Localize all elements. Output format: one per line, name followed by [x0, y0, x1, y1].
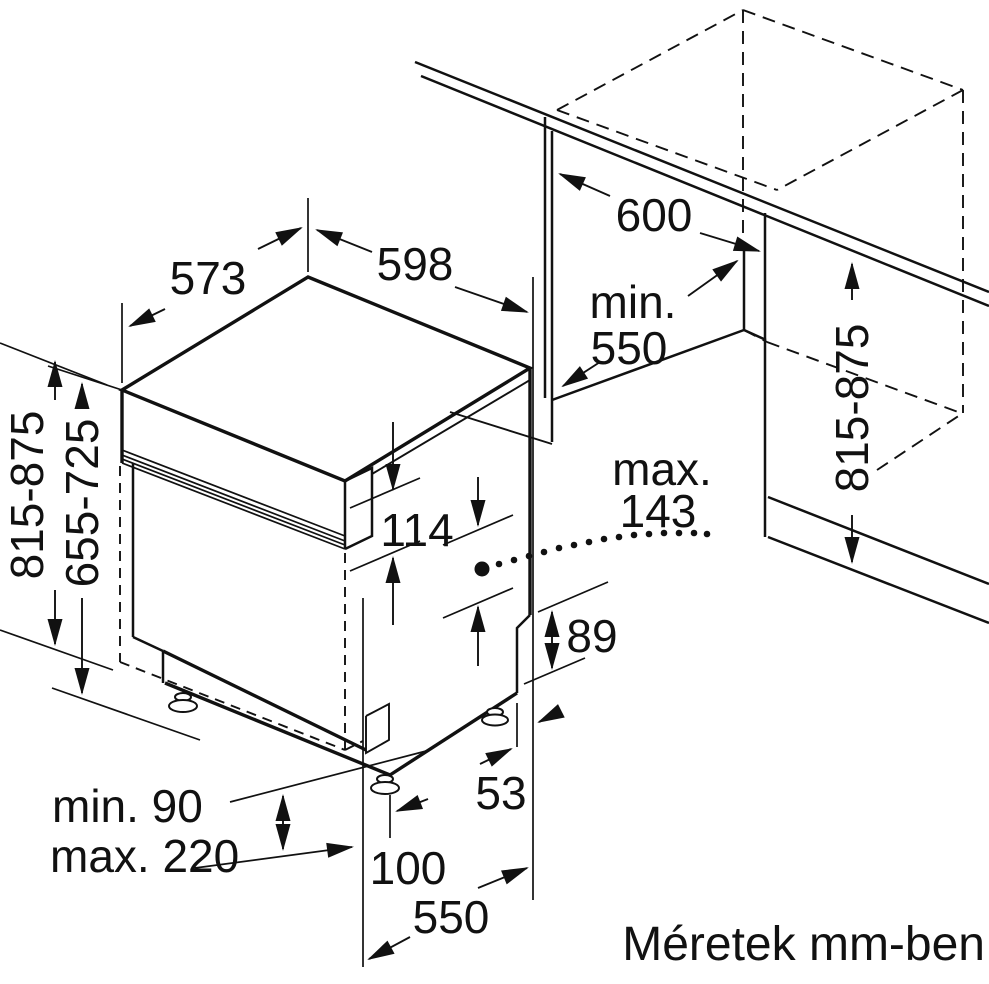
dim-appliance-height-label: 815-875 [1, 411, 53, 580]
dishwasher-body [118, 275, 534, 777]
dim-niche-depth: 600 [558, 173, 761, 252]
dim-rear-recess-label: 89 [566, 610, 617, 662]
worktop-lines [414, 60, 989, 308]
dim-plinth-max-label: max. 220 [50, 830, 239, 882]
appliance-feet [168, 692, 509, 795]
dim-top-depth-label: 573 [170, 252, 247, 304]
dim-panel-max: max. 143 [470, 443, 712, 666]
dim-top-width: 598 [315, 229, 529, 313]
dim-front-panel-height-label: 655-725 [56, 419, 108, 588]
dim-niche-min-word: min. [590, 276, 677, 328]
dim-niche-depth-label: 600 [616, 189, 693, 241]
dim-panel-max-value: 143 [620, 485, 697, 537]
dim-rear-clearance: 53 [475, 704, 565, 819]
dim-base-depth-label: 550 [413, 891, 490, 943]
dim-plinth-min-label: min. 90 [52, 780, 203, 832]
dim-niche-height-right-label: 815-875 [826, 324, 878, 493]
dim-plinth-range: min. 90 max. 220 [50, 780, 354, 882]
dim-feet-setback: 100 [370, 794, 447, 894]
niche-dashed-outline [556, 9, 964, 471]
dim-rear-clearance-label: 53 [475, 767, 526, 819]
dim-feet-setback-label: 100 [370, 842, 447, 894]
floor-lines [767, 495, 989, 625]
dim-top-depth: 573 [128, 227, 303, 327]
dim-panel-max-word: max. [612, 443, 712, 495]
cabinet-side-panel [449, 117, 767, 537]
dim-rear-recess: 89 [544, 610, 618, 670]
extension-lines [0, 198, 609, 967]
units-caption: Méretek mm-ben [622, 918, 985, 971]
dim-niche-height-right: 815-875 [826, 262, 878, 564]
dim-appliance-height-left: 815-875 [1, 360, 63, 646]
furniture-door-dashed-outline [119, 466, 364, 751]
dim-niche-min-value: 550 [591, 322, 668, 374]
dim-top-width-label: 598 [377, 238, 454, 290]
dim-control-panel-height: 114 [380, 422, 454, 625]
dim-front-panel-height: 655-725 [56, 382, 108, 695]
dim-niche-min-depth: min. 550 [561, 259, 739, 388]
dim-base-depth: 550 [367, 867, 529, 960]
dim-control-panel-height-label: 114 [380, 504, 453, 556]
